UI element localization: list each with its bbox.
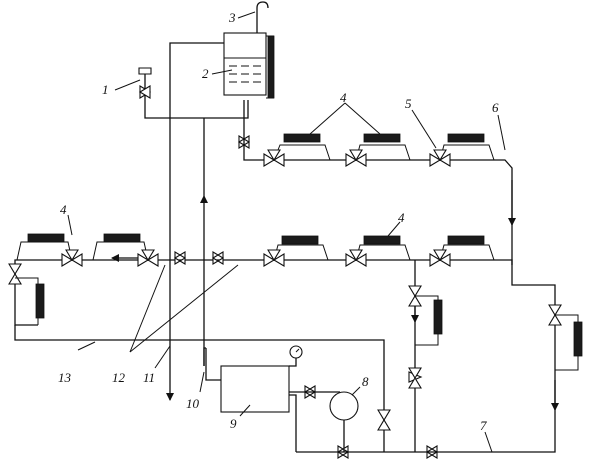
label-3: 3: [228, 10, 236, 25]
pipe-return-13: [14, 325, 385, 452]
label-6: 6: [492, 100, 499, 115]
label-9: 9: [230, 416, 237, 431]
radiator-vertical: [15, 277, 583, 371]
pipe-top-return: [243, 150, 513, 265]
label-2: 2: [202, 66, 209, 81]
pipe-left-loop: [14, 259, 64, 326]
label-11: 11: [143, 370, 155, 385]
pipe-gauge: [289, 358, 297, 367]
label-4-left: 4: [60, 202, 67, 217]
label-12: 12: [112, 370, 126, 385]
label-1: 1: [102, 82, 109, 97]
pipe-bottom-7: [296, 420, 556, 453]
part-labels: 1 2 3 4 4 4 5 6 7 8 9 10 11 12 13: [58, 10, 499, 433]
label-4-top: 4: [340, 90, 347, 105]
pipe-expansion-link: [144, 100, 249, 119]
pipe-left-riser: [169, 42, 224, 118]
label-8: 8: [362, 374, 369, 389]
air-vent: [138, 67, 152, 105]
leader-lines: [67, 11, 506, 453]
boiler: [205, 348, 290, 413]
overflow-pipe: [256, 1, 269, 33]
pump: [329, 391, 359, 421]
label-5: 5: [405, 96, 412, 111]
radiator-group-top: [263, 133, 495, 167]
label-7: 7: [480, 418, 487, 433]
expansion-tank: [223, 1, 275, 99]
pipework: [14, 42, 559, 453]
label-13: 13: [58, 370, 72, 385]
pipe-boiler-supply: [203, 347, 206, 366]
pipe-boiler-loop: [289, 394, 297, 452]
label-10: 10: [186, 396, 200, 411]
valves: [8, 135, 562, 459]
label-4-middle: 4: [398, 210, 405, 225]
pressure-gauge: [289, 345, 303, 359]
radiator-group-middle: [16, 233, 495, 267]
